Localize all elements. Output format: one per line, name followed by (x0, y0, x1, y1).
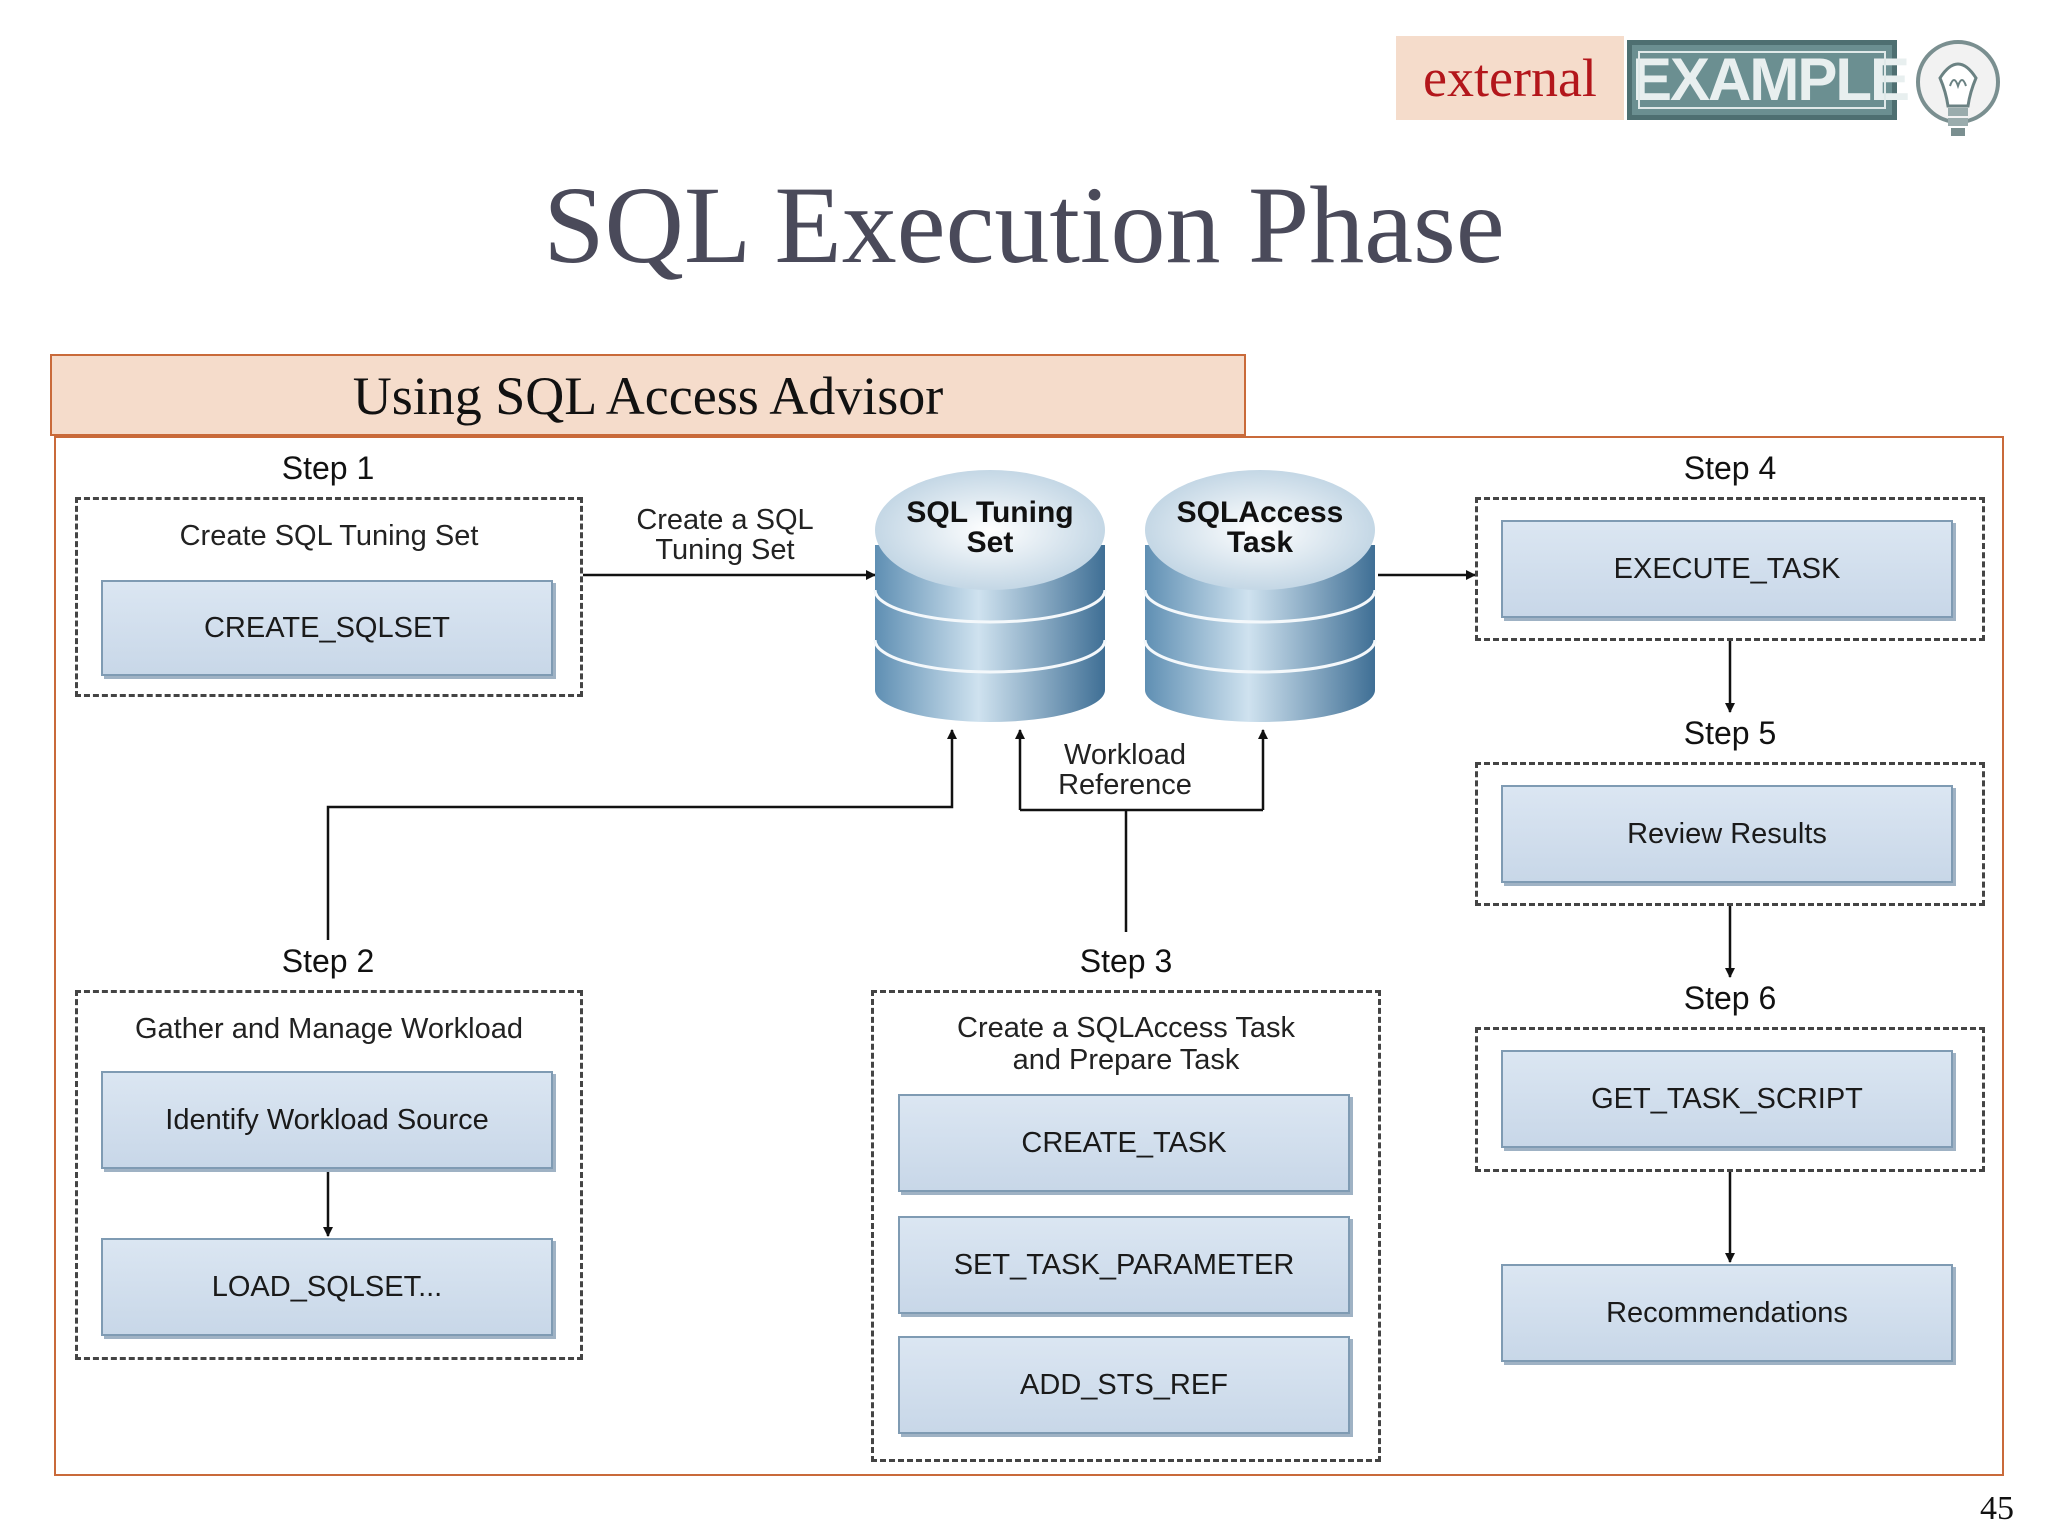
note-line: Reference (1058, 769, 1192, 801)
arrow-step3-to-tuning-set (1020, 730, 1263, 812)
sqlaccess-task-database-icon (1143, 470, 1377, 722)
db-label-line: SQLAccess (1176, 496, 1344, 529)
external-tag: external (1396, 36, 1624, 120)
create-sqlset-box: CREATE_SQLSET (101, 580, 553, 676)
recommendations-box: Recommendations (1501, 1264, 1953, 1362)
note-line: Tuning Set (655, 534, 795, 566)
create-sts-note: Create a SQL Tuning Set (610, 505, 840, 565)
step1-label: Step 1 (281, 450, 375, 486)
step6-group (1475, 1027, 1985, 1172)
db-label-line: Set (966, 526, 1014, 559)
workload-reference-note: Workload Reference (1040, 740, 1210, 800)
step2-group (75, 990, 583, 1360)
step6-label: Step 6 (1683, 980, 1777, 1016)
step3-group (871, 990, 1381, 1462)
sql-tuning-set-label: SQL Tuning Set (890, 498, 1090, 558)
lightbulb-icon (1916, 40, 2000, 136)
arrow-step2-to-tuning-set (326, 729, 957, 940)
section-header: Using SQL Access Advisor (50, 354, 1246, 436)
badge-text: EXAMPLE (1632, 46, 1910, 113)
step3-label: Step 3 (1079, 943, 1173, 979)
sql-tuning-set-database-icon (873, 470, 1107, 722)
step1-title: Create SQL Tuning Set (179, 520, 479, 552)
step3-title: Create a SQLAccess Task and Prepare Task (876, 1012, 1376, 1076)
step5-label: Step 5 (1683, 715, 1777, 751)
step2-title: Gather and Manage Workload (135, 1013, 523, 1045)
page-number: 45 (1980, 1490, 2014, 1527)
db-label-line: SQL Tuning (906, 496, 1074, 529)
step1-group (75, 497, 583, 697)
step4-label: Step 4 (1683, 450, 1777, 486)
get-task-script-box: GET_TASK_SCRIPT (1501, 1050, 1953, 1148)
identify-workload-source-box: Identify Workload Source (101, 1071, 553, 1169)
example-badge: EXAMPLE (1627, 40, 1910, 120)
step4-group (1475, 497, 1985, 641)
badge-frame (1638, 51, 1886, 109)
load-sqlset-box: LOAD_SQLSET... (101, 1238, 553, 1336)
step2-label: Step 2 (281, 943, 375, 979)
add-sts-ref-box: ADD_STS_REF (898, 1336, 1350, 1434)
page-title: SQL Execution Phase (543, 164, 1505, 286)
review-results-box: Review Results (1501, 785, 1953, 883)
create-task-box: CREATE_TASK (898, 1094, 1350, 1192)
step3-title-line: Create a SQLAccess Task (957, 1012, 1295, 1044)
db-label-line: Task (1226, 526, 1294, 559)
sqlaccess-task-label: SQLAccess Task (1160, 498, 1360, 558)
note-line: Workload (1064, 739, 1186, 771)
set-task-parameter-box: SET_TASK_PARAMETER (898, 1216, 1350, 1314)
note-line: Create a SQL (636, 504, 814, 536)
step3-title-line: and Prepare Task (1012, 1044, 1240, 1076)
step5-group (1475, 762, 1985, 906)
execute-task-box: EXECUTE_TASK (1501, 520, 1953, 618)
